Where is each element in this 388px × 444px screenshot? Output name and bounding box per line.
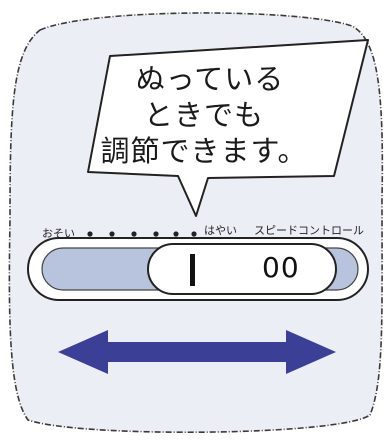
slow-label: おそい (42, 227, 75, 240)
slider-knob[interactable] (147, 243, 337, 295)
callout-line-1: ぬっている (135, 62, 285, 96)
callout-line-3: 調節できます。 (100, 134, 308, 168)
knob-indicator-line (190, 254, 195, 286)
fast-label: はやい (204, 224, 237, 237)
speech-bubble (87, 39, 369, 217)
knob-mark: 00 (262, 251, 300, 284)
callout-line-2: ときでも (143, 98, 264, 132)
double-arrow-icon (58, 330, 336, 374)
speed-control-label: スピードコントロール (254, 224, 364, 237)
speed-scale-dots (87, 231, 197, 237)
